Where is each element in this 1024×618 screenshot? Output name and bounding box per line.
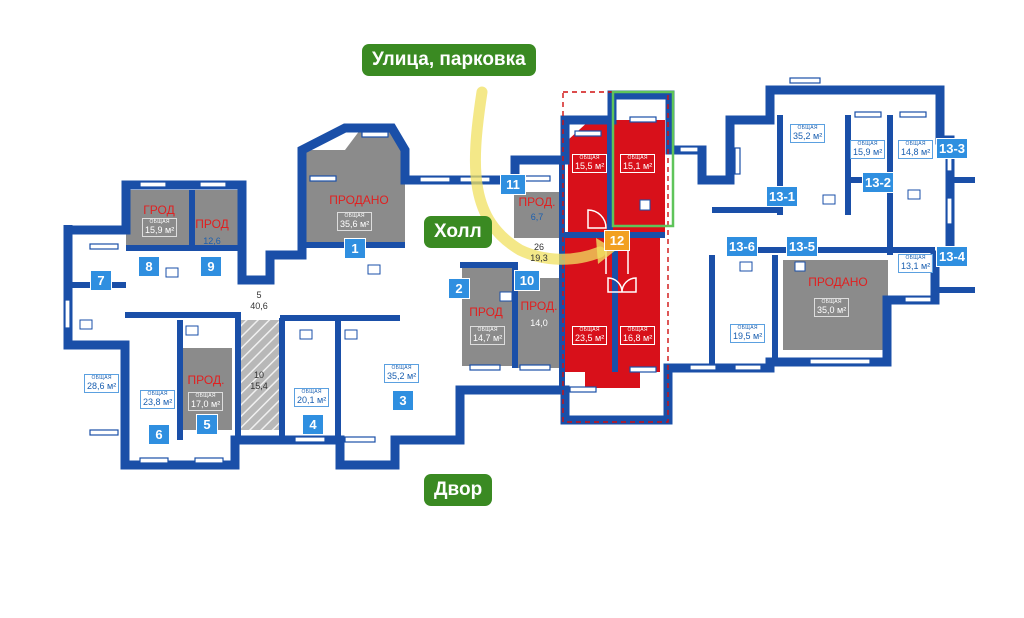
common-26-num: 26 [533,242,544,252]
unit-badge-13-1[interactable]: 13-1 [766,186,798,207]
unit-badge-1[interactable]: 1 [344,238,366,259]
unit-badge-2[interactable]: 2 [448,278,470,299]
unit-11-status: ПРОД. [518,195,556,209]
hall-label: Холл [424,216,492,248]
unit-2-status: ПРОД [469,305,503,319]
windows [64,77,953,464]
walls [63,85,975,470]
unit-1-status: ПРОДАНО [329,193,389,207]
unit-badge-12[interactable]: 12 [604,230,630,251]
unit-badge-13-6[interactable]: 13-6 [726,236,758,257]
unit-badge-13-3[interactable]: 13-3 [936,138,968,159]
common-10-value: 15,4 [250,381,268,391]
hatched-area [238,320,282,430]
common-5-value: 40,6 [250,301,268,311]
unit-badge-3[interactable]: 3 [392,390,414,411]
unit-10-value: 14,0 [530,318,548,328]
unit-9-status: ПРОД [195,217,229,231]
unit-badge-13-4[interactable]: 13-4 [936,246,968,267]
unit-badge-8[interactable]: 8 [138,256,160,277]
street-parking-label: Улица, парковка [362,44,536,76]
unit-badge-4[interactable]: 4 [302,414,324,435]
unit-10-status: ПРОД. [520,299,558,313]
unit-badge-5[interactable]: 5 [196,414,218,435]
sold-areas [126,130,888,430]
unit-5-status: ПРОД. [187,373,225,387]
common-5-num: 5 [256,290,262,300]
entrance-arrow-head [596,238,616,264]
common-10-num: 10 [253,370,264,380]
unit-13-5-status: ПРОДАНО [808,275,868,289]
highlight-green-frame [611,90,675,228]
unit-badge-13-5[interactable]: 13-5 [786,236,818,257]
unit-badge-7[interactable]: 7 [90,270,112,291]
unit-badge-13-2[interactable]: 13-2 [862,172,894,193]
unit-badge-11[interactable]: 11 [500,174,526,195]
fixtures [79,189,921,340]
unit-9-value: 12,6 [203,236,221,246]
common-26-value: 19,3 [530,253,548,263]
unit-8-status: ГРОД [143,203,175,217]
yard-label: Двор [424,474,493,506]
unit-badge-6[interactable]: 6 [148,424,170,445]
entrance-arrow [469,86,606,265]
unit-badge-10[interactable]: 10 [514,270,540,291]
unit-11-value: 6,7 [530,212,544,222]
unit-badge-9[interactable]: 9 [200,256,222,277]
